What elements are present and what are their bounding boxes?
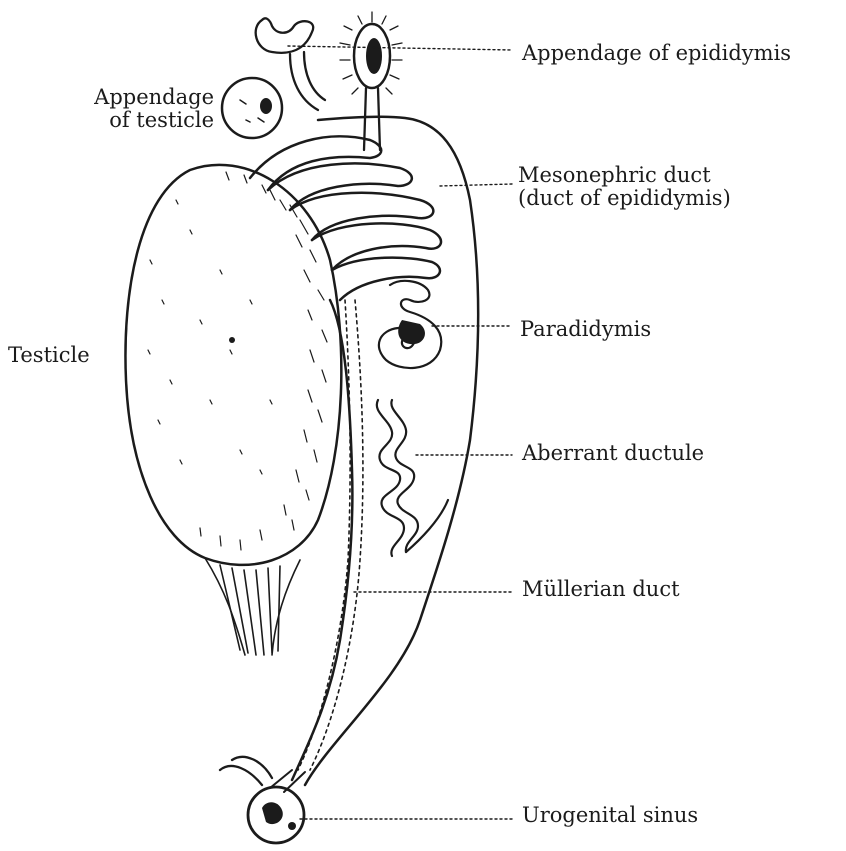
label-testicle-text: Testicle [8, 343, 90, 367]
paradidymis-shape [379, 281, 441, 368]
label-mullerian-duct: Müllerian duct [522, 578, 680, 601]
label-urogenital-sinus: Urogenital sinus [522, 804, 698, 827]
label-testicle: Testicle [8, 344, 90, 367]
label-appendage-of-testicle: Appendage of testicle [62, 86, 214, 132]
label-mesonephric-duct-line2: (duct of epididymis) [518, 187, 731, 210]
appendage-of-testicle-shape [222, 78, 282, 138]
label-paradidymis: Paradidymis [520, 318, 651, 341]
testicle-shape [125, 165, 341, 565]
leader-mesonephric-duct [440, 184, 512, 186]
label-mesonephric-duct-line1: Mesonephric duct [518, 164, 731, 187]
gubernaculum-shape [205, 558, 300, 655]
aberrant-ductule-shape [377, 400, 448, 556]
label-urogenital-sinus-text: Urogenital sinus [522, 803, 698, 827]
label-appendage-of-testicle-line2: of testicle [62, 109, 214, 132]
label-aberrant-ductule: Aberrant ductule [522, 442, 704, 465]
label-appendage-of-epididymis-text: Appendage of epididymis [522, 41, 791, 65]
label-appendage-of-epididymis: Appendage of epididymis [522, 42, 791, 65]
label-mullerian-duct-text: Müllerian duct [522, 577, 680, 601]
label-paradidymis-text: Paradidymis [520, 317, 651, 341]
label-mesonephric-duct: Mesonephric duct (duct of epididymis) [518, 164, 731, 210]
urogenital-sinus-shape [220, 757, 305, 843]
leader-appendage-epididymis [288, 46, 512, 50]
label-aberrant-ductule-text: Aberrant ductule [522, 441, 704, 465]
label-appendage-of-testicle-line1: Appendage [62, 86, 214, 109]
appendage-of-epididymis-shape [256, 12, 402, 150]
